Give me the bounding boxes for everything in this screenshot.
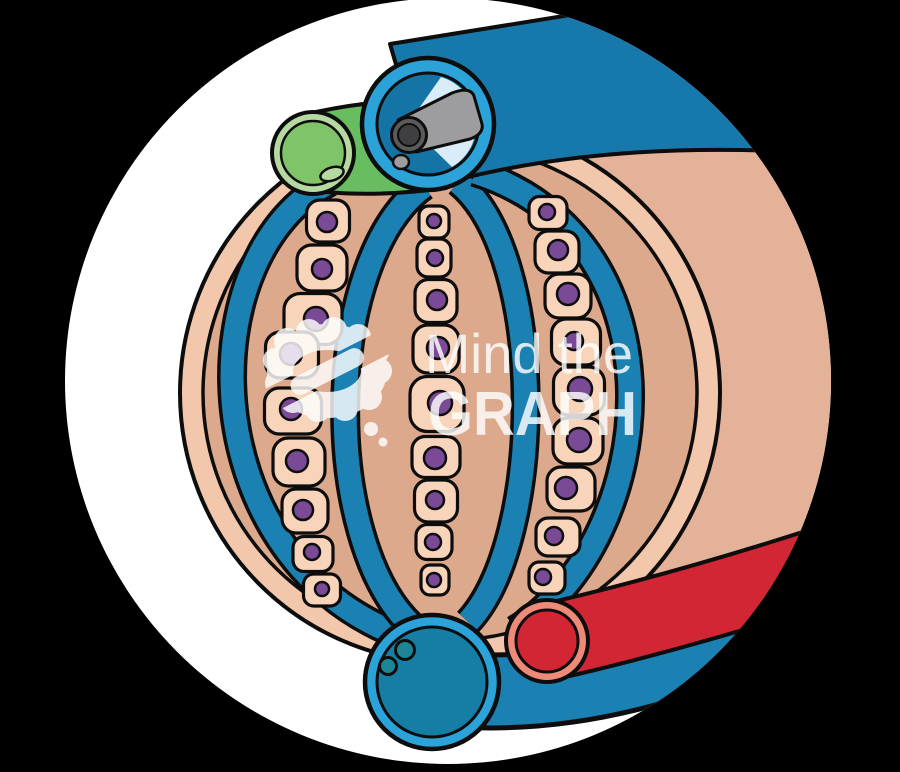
cell-nucleus: [291, 498, 315, 522]
cell-nucleus: [543, 525, 565, 547]
cell-nucleus: [565, 426, 593, 454]
cell-nucleus: [425, 571, 443, 589]
bottom-vein-openings: [378, 639, 416, 676]
watermark-text-line2: GRAPH: [428, 380, 637, 449]
brain-logo-icon: [240, 290, 430, 470]
sinusoid-arc-3: [450, 173, 538, 630]
cell-nucleus: [315, 210, 339, 234]
gray-duct-lumen: [397, 123, 421, 147]
cell-nucleus: [425, 212, 443, 230]
bottom-vein-opening-icon: [394, 639, 416, 661]
cell-nucleus: [546, 238, 570, 262]
clipped-scene: Mind the GRAPH: [178, 0, 831, 752]
cell-nucleus: [563, 330, 585, 352]
cell-nucleus: [424, 489, 446, 511]
bottom-vein-opening-icon: [378, 656, 398, 676]
red-artery-lumen: [514, 608, 580, 674]
watermark-dot-icon: [378, 437, 388, 447]
cell-nucleus: [425, 248, 445, 268]
bottom-vein-interior: [375, 625, 489, 739]
cell-nucleus: [566, 375, 594, 403]
cell-nucleus: [533, 567, 553, 587]
green-vessel-opening-icon: [319, 165, 345, 183]
cell-nucleus: [537, 202, 557, 222]
cell-nucleus: [423, 532, 443, 552]
cell-nucleus: [313, 580, 331, 598]
watermark: Mind the GRAPH: [240, 290, 637, 470]
gray-droplet-icon: [391, 153, 411, 171]
cell-nucleus: [310, 257, 334, 281]
watermark-dot-icon: [364, 422, 378, 436]
watermark-text-line1: Mind the: [425, 322, 633, 385]
cell-nucleus: [553, 475, 579, 501]
cell-nucleus: [302, 542, 322, 562]
cell-column-right: [527, 194, 607, 596]
cell-nucleus: [555, 281, 581, 307]
